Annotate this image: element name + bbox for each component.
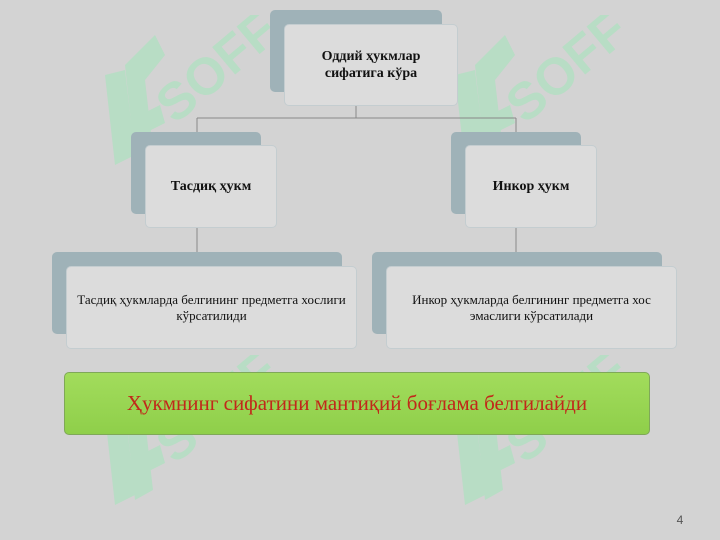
detail-box-affirmative: Тасдиқ ҳукмларда белгининг предметга хос… <box>66 266 357 349</box>
detail-text-affirmative: Тасдиқ ҳукмларда белгининг предметга хос… <box>77 291 346 323</box>
detail-box-negative: Инкор ҳукмларда белгининг предметга хос … <box>386 266 677 349</box>
detail-text-negative: Инкор ҳукмларда белгининг предметга хос … <box>412 291 651 323</box>
summary-banner: Ҳукмнинг сифатини мантиқий боғлама белги… <box>64 372 650 435</box>
branch-node-negative: Инкор ҳукм <box>465 145 597 228</box>
summary-text: Ҳукмнинг сифатини мантиқий боғлама белги… <box>126 391 588 415</box>
branch-label-affirmative: Тасдиқ ҳукм <box>170 179 252 194</box>
root-node-label: Оддий ҳукмлар сифатига кўра <box>321 49 421 81</box>
branch-label-negative: Инкор ҳукм <box>492 179 570 194</box>
root-node: Оддий ҳукмлар сифатига кўра <box>284 24 458 106</box>
page-number: 4 <box>676 513 684 527</box>
branch-node-affirmative: Тасдиқ ҳукм <box>145 145 277 228</box>
